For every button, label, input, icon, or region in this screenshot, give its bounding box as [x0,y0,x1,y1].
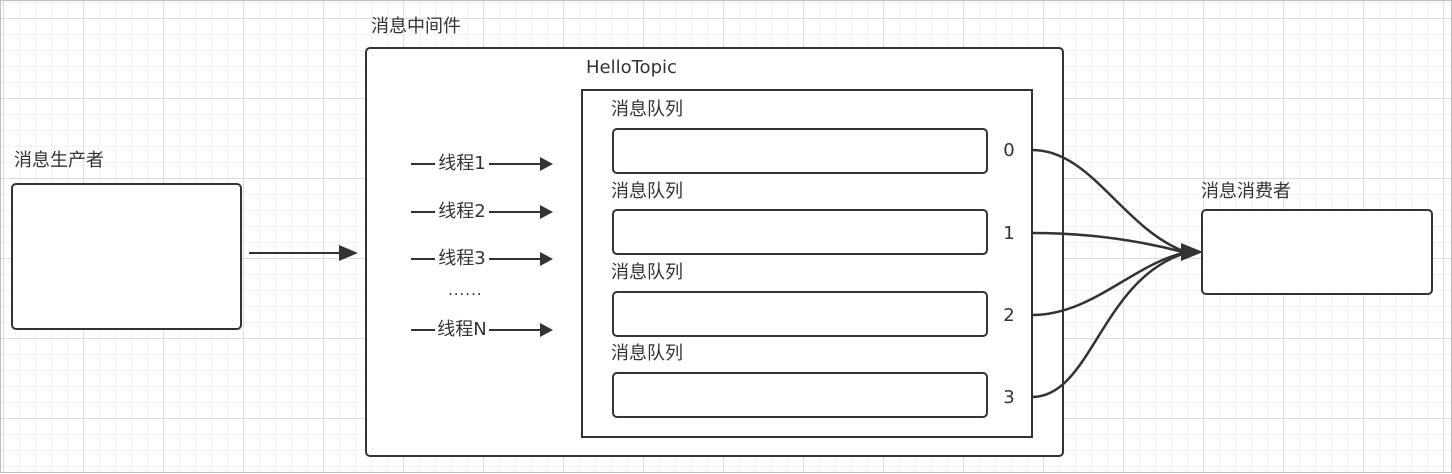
queue-0-to-consumer-link [1031,148,1184,253]
thread-line-left [411,258,435,260]
queue-2-to-consumer-link [1031,251,1184,317]
thread-line-right [489,211,541,213]
queue-label: 消息队列 [611,181,683,202]
consumer-label: 消息消费者 [1201,181,1291,202]
queue-box-0[interactable] [612,128,988,174]
thread-n: 线程N [411,318,553,342]
arrowhead-icon [540,323,553,337]
queue-3-to-consumer-link [1031,252,1184,399]
thread-3: 线程3 [411,247,553,271]
thread-line-right [489,163,541,165]
arrowhead-icon [540,157,553,171]
queue-box-2[interactable] [612,291,988,337]
topic-label: HelloTopic [586,57,677,78]
queue-box-3[interactable] [612,372,988,418]
queue-index-3: 3 [1003,387,1015,408]
producer-box[interactable] [11,183,242,330]
middleware-label: 消息中间件 [371,16,461,37]
thread-line-left [411,163,435,165]
thread-label: 线程N [437,319,487,340]
arrowhead-icon [339,245,358,261]
thread-line-right [489,258,541,260]
thread-line-left [411,211,435,213]
consumer-box[interactable] [1201,209,1433,295]
arrowhead-icon [540,205,553,219]
thread-2: 线程2 [411,200,553,224]
producer-label: 消息生产者 [14,150,104,171]
thread-label: 线程1 [438,153,486,174]
queue-1-to-consumer-link [1031,231,1184,254]
thread-1: 线程1 [411,152,553,176]
thread-label: 线程2 [438,201,486,222]
queue-index-2: 2 [1003,305,1015,326]
thread-label: 线程3 [438,248,486,269]
queue-label: 消息队列 [611,99,683,120]
queue-box-1[interactable] [612,209,988,255]
queue-index-1: 1 [1003,223,1015,244]
queue-index-0: 0 [1003,140,1015,161]
arrowhead-icon [1181,243,1203,261]
thread-line-left [411,329,435,331]
arrowhead-icon [540,252,553,266]
queue-label: 消息队列 [611,343,683,364]
thread-line-right [489,329,541,331]
threads-ellipsis: ...... [448,281,483,299]
queue-label: 消息队列 [611,262,683,283]
